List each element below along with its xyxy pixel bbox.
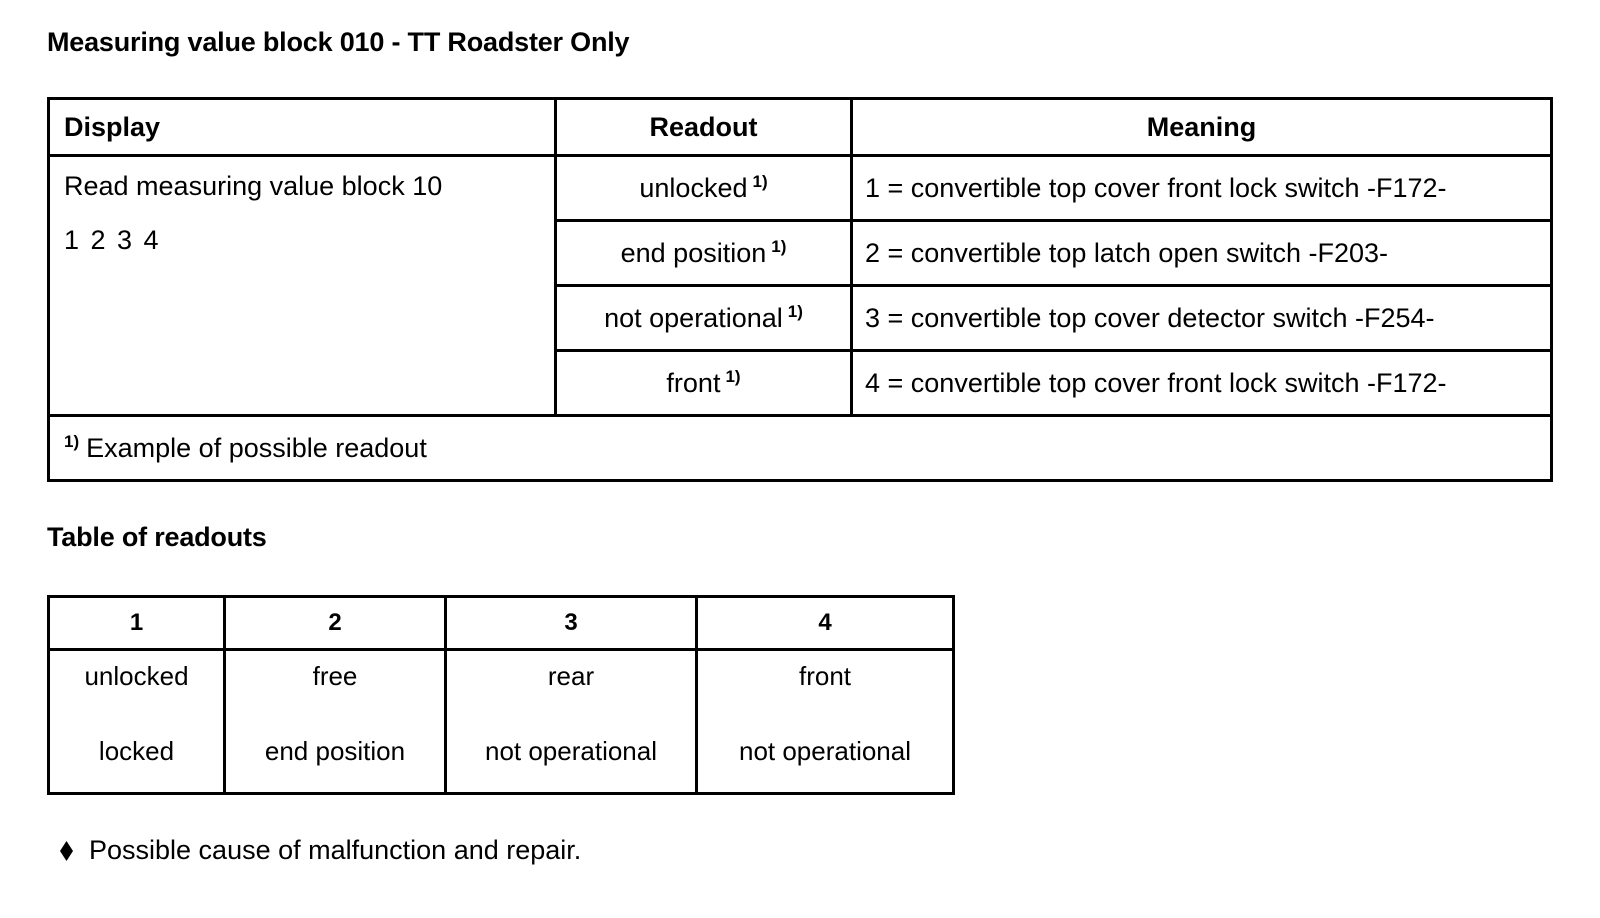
table-row: Read measuring value block 10 1 2 3 4 un…: [47, 154, 1553, 417]
table-header-row: 1 2 3 4: [47, 595, 955, 651]
readout-option-primary: front: [798, 661, 852, 691]
meaning-cell: 3 = convertible top cover detector switc…: [850, 284, 1553, 352]
footnote-marker: 1): [64, 431, 80, 451]
table-row: unlocked locked free end position rear n…: [47, 648, 955, 795]
readout-option-primary: unlocked: [84, 661, 189, 691]
readout-options-cell-2: free end position: [223, 648, 447, 795]
readout-option-primary: free: [312, 661, 358, 691]
readout-option-secondary: end position: [264, 736, 406, 766]
readout-options-cell-1: unlocked locked: [47, 648, 226, 795]
malfunction-note-text: Possible cause of malfunction and repair…: [89, 835, 582, 865]
readout-option-secondary: not operational: [738, 736, 912, 766]
column-header-2: 2: [223, 595, 447, 651]
diamond-bullet-icon: [60, 841, 73, 861]
column-header-readout: Readout: [554, 97, 853, 157]
column-header-display: Display: [47, 97, 557, 157]
display-instruction-line1: Read measuring value block 10: [64, 171, 443, 201]
meaning-cell: 2 = convertible top latch open switch -F…: [850, 219, 1553, 287]
display-instruction-line2: 1 2 3 4: [64, 225, 161, 256]
malfunction-note: Possible cause of malfunction and repair…: [60, 835, 581, 866]
footnote-marker: 1): [725, 366, 741, 386]
meaning-cell: 1 = convertible top cover front lock swi…: [850, 154, 1553, 222]
readout-option-secondary: locked: [98, 736, 175, 766]
table-of-readouts: 1 2 3 4 unlocked locked free end positio…: [47, 595, 955, 795]
table-header-row: Display Readout Meaning: [47, 97, 1553, 157]
readout-option-primary: rear: [547, 661, 595, 691]
readout-option-secondary: not operational: [484, 736, 658, 766]
footnote-marker: 1): [787, 301, 803, 321]
readout-options-cell-4: front not operational: [695, 648, 955, 795]
section-title-table-of-readouts: Table of readouts: [47, 522, 267, 552]
readout-value: not operational: [604, 302, 783, 333]
column-header-1: 1: [47, 595, 226, 651]
meaning-cell: 4 = convertible top cover front lock swi…: [850, 349, 1553, 417]
column-header-meaning: Meaning: [850, 97, 1553, 157]
table-footnote-cell: 1) Example of possible readout: [47, 414, 1553, 482]
readout-value: front: [666, 367, 721, 398]
display-instruction-cell: Read measuring value block 10 1 2 3 4: [47, 154, 557, 417]
footnote-marker: 1): [752, 171, 768, 191]
readout-value: unlocked: [639, 172, 748, 203]
page-title: Measuring value block 010 - TT Roadster …: [47, 27, 630, 57]
readout-options-cell-3: rear not operational: [444, 648, 698, 795]
table-footnote-row: 1) Example of possible readout: [47, 414, 1553, 482]
readout-value: end position: [620, 237, 767, 268]
footnote-text: Example of possible readout: [86, 432, 427, 463]
column-header-3: 3: [444, 595, 698, 651]
measuring-value-block-table: Display Readout Meaning Read measuring v…: [47, 97, 1553, 482]
column-header-4: 4: [695, 595, 955, 651]
footnote-marker: 1): [771, 236, 787, 256]
